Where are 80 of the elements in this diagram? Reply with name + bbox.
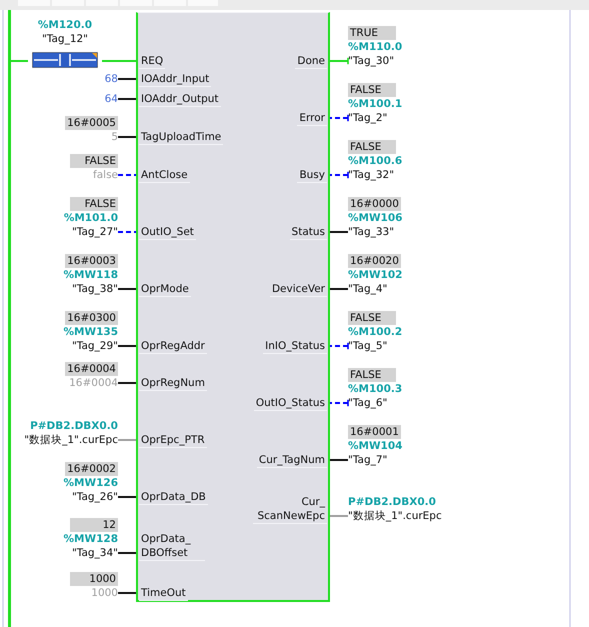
operand-address: %M100.6 <box>348 155 402 167</box>
operand-address: %M120.0 <box>38 19 92 31</box>
pin-label: OprRegNum <box>139 376 207 391</box>
tag-name: "Tag_29" <box>72 340 118 352</box>
pin-label: OutIO_Set <box>139 225 196 240</box>
pin-label: Done <box>295 54 327 69</box>
monitor-value: FALSE <box>348 368 396 382</box>
tag-name: "Tag_5" <box>348 340 388 352</box>
monitor-value: 1000 <box>70 572 118 586</box>
pin-label: TimeOut <box>139 586 188 601</box>
monitor-value: 16#0004 <box>65 362 118 376</box>
tag-name: "数据块_1".curEpc <box>24 434 118 446</box>
pin-label: REQ <box>139 54 166 69</box>
function-block <box>136 12 330 602</box>
actual-value: false <box>93 169 118 181</box>
monitor-value: 16#0003 <box>65 254 118 268</box>
pin-label: Status <box>290 225 327 240</box>
pin-label: OprMode <box>139 282 191 297</box>
operand-address: %MW106 <box>348 212 402 224</box>
constant-value: 68 <box>104 73 118 85</box>
operand-address: %M100.1 <box>348 98 402 110</box>
tag-name: "Tag_38" <box>72 283 118 295</box>
actual-value: 5 <box>111 131 118 143</box>
pin-label: IOAddr_Input <box>139 72 212 87</box>
monitor-value: 12 <box>70 518 118 532</box>
monitor-value: 16#0005 <box>65 116 118 130</box>
monitor-value: TRUE <box>348 26 396 40</box>
tag-name: "Tag_30" <box>348 55 394 67</box>
pin-label: IOAddr_Output <box>139 92 221 107</box>
actual-value: 16#0004 <box>69 377 118 389</box>
monitor-value: 16#0300 <box>65 311 118 325</box>
monitor-value: 16#0002 <box>65 462 118 476</box>
tag-name: "数据块_1".curEpc <box>348 510 442 522</box>
pin-label: OutIO_Status <box>254 396 327 411</box>
operand-address: %MW104 <box>348 440 402 452</box>
monitor-value: 16#0001 <box>348 425 401 439</box>
pin-label: DeviceVer <box>270 282 327 297</box>
monitor-value: 16#0000 <box>348 197 401 211</box>
pin-label: Error <box>297 111 327 126</box>
pin-label: TagUploadTime <box>139 130 224 145</box>
tag-name: "Tag_2" <box>348 112 388 124</box>
pin-label: OprRegAddr <box>139 339 207 354</box>
pin-label: Cur_TagNum <box>256 453 327 468</box>
pin-label: AntClose <box>139 168 190 183</box>
monitor-value: FALSE <box>348 83 396 97</box>
monitor-value: 16#0020 <box>348 254 401 268</box>
operand-address: P#DB2.DBX0.0 <box>30 420 118 432</box>
tag-name: "Tag_26" <box>72 491 118 503</box>
pin-label: OprEpc_PTR <box>139 433 207 448</box>
tag-name: "Tag_6" <box>348 397 388 409</box>
power-rail <box>8 10 11 627</box>
wire <box>11 60 28 62</box>
monitor-value: FALSE <box>70 197 118 211</box>
operand-address: %MW126 <box>64 477 118 489</box>
monitor-value: FALSE <box>348 140 396 154</box>
pin-label: OprData_DB <box>139 490 208 505</box>
operand-address: %MW102 <box>348 269 402 281</box>
monitor-value: FALSE <box>70 154 118 168</box>
tag-name: "Tag_12" <box>42 33 88 45</box>
actual-value: 1000 <box>91 587 118 599</box>
operand-address: %M101.0 <box>64 212 118 224</box>
operand-address: %M100.3 <box>348 383 402 395</box>
pin-label: InIO_Status <box>263 339 327 354</box>
constant-value: 64 <box>104 93 118 105</box>
operand-address: %MW135 <box>64 326 118 338</box>
tag-name: "Tag_27" <box>72 226 118 238</box>
operand-address: %M100.2 <box>348 326 402 338</box>
monitor-value: FALSE <box>348 311 396 325</box>
pin-label: Cur_ ScanNewEpc <box>253 495 327 524</box>
operand-address: %M110.0 <box>348 41 402 53</box>
tag-name: "Tag_33" <box>348 226 394 238</box>
tag-name: "Tag_4" <box>348 283 388 295</box>
pin-label: OprData_ DBOffset <box>139 532 205 561</box>
tag-name: "Tag_32" <box>348 169 394 181</box>
operand-address: %MW118 <box>64 269 118 281</box>
operand-address: P#DB2.DBX0.0 <box>348 496 436 508</box>
pin-label: Busy <box>297 168 327 183</box>
tag-name: "Tag_7" <box>348 454 388 466</box>
tag-name: "Tag_34" <box>72 547 118 559</box>
operand-address: %MW128 <box>64 533 118 545</box>
